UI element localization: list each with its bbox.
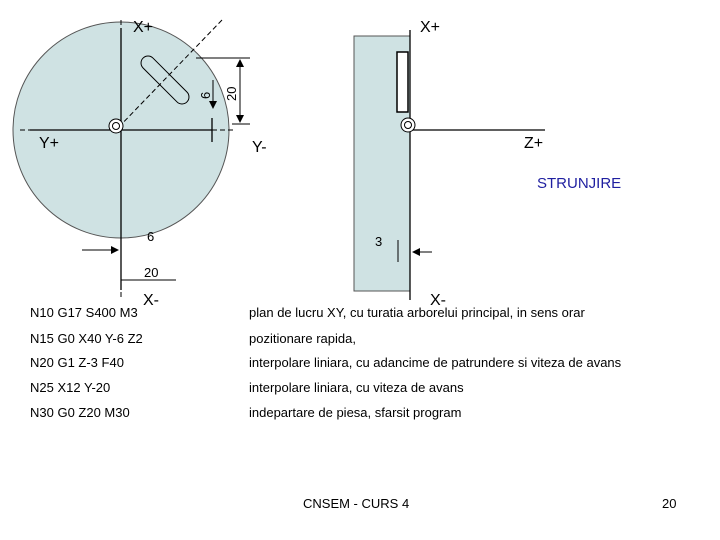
milling-axis-y-plus: Y+	[39, 135, 59, 152]
turning-title: STRUNJIRE	[537, 175, 621, 192]
program-line-code: N15 G0 X40 Y-6 Z2	[30, 331, 143, 346]
turning-axis-z-plus: Z+	[524, 135, 543, 152]
milling-axis-x-minus: X-	[143, 292, 159, 309]
program-line-description: interpolare liniara, cu viteza de avans	[249, 380, 464, 395]
dim-20-horizontal-label: 20	[144, 265, 158, 280]
dim-3-label: 3	[375, 234, 382, 249]
dim-6-horizontal-label: 6	[147, 229, 154, 244]
slot-diagonal-line	[115, 19, 223, 131]
program-line-code: N20 G1 Z-3 F40	[30, 355, 124, 370]
program-line-description: pozitionare rapida,	[249, 331, 356, 346]
milling-axis-x-plus: X+	[133, 19, 153, 36]
footer-course: CNSEM - CURS 4	[303, 496, 410, 511]
program-line-description: interpolare liniara, cu adancime de patr…	[249, 355, 622, 370]
page-number: 20	[662, 496, 677, 511]
milling-origin-icon	[108, 118, 124, 134]
turning-axis-x-plus: X+	[420, 19, 440, 36]
milling-axis-y-minus: Y-	[252, 139, 267, 156]
program-line-code: N10 G17 S400 M3	[30, 305, 138, 320]
dim-20-vertical-label: 20	[224, 87, 239, 101]
program-line-code: N30 G0 Z20 M30	[30, 405, 130, 420]
program-line-code: N25 X12 Y-20	[30, 380, 111, 395]
turning-axis-x-minus: X-	[430, 292, 446, 309]
turning-tool	[396, 51, 409, 113]
program-line-description: plan de lucru XY, cu turatia arborelui p…	[249, 305, 585, 320]
program-line-description: indepartare de piesa, sfarsit program	[249, 405, 462, 420]
turning-origin-icon	[400, 117, 416, 133]
dim-6-vertical-label: 6	[198, 92, 213, 99]
